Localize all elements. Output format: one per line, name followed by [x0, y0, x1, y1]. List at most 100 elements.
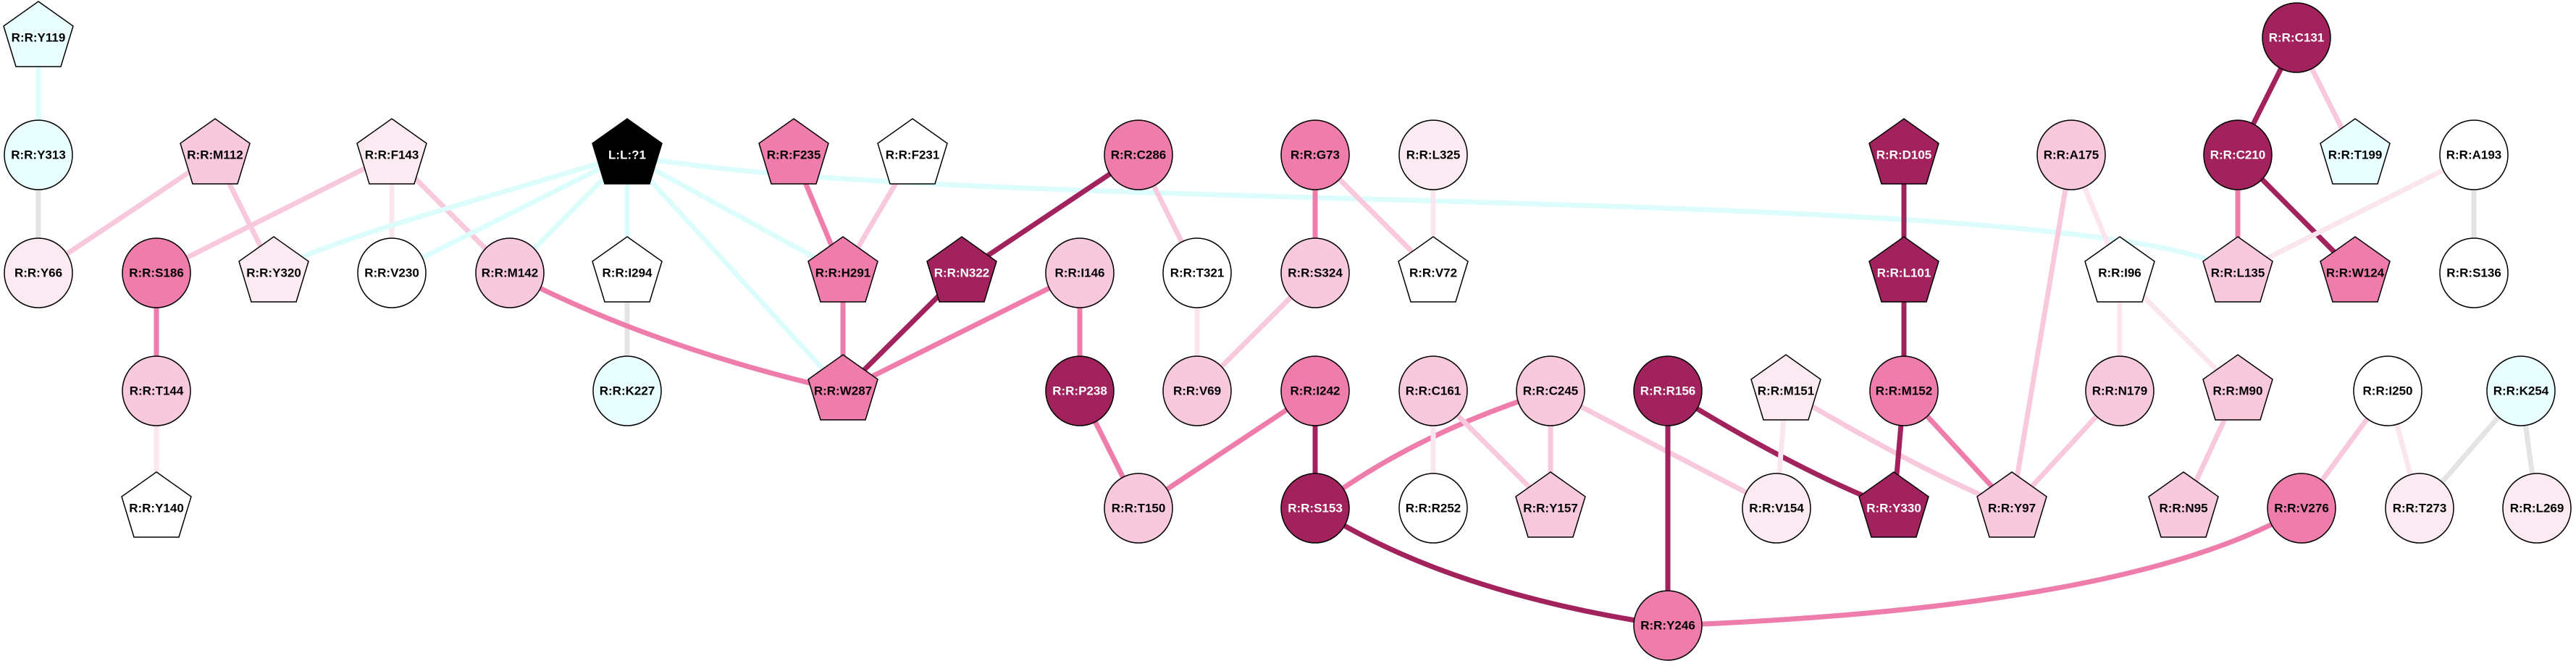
- node-R:R:V72[interactable]: R:R:V72: [1398, 236, 1469, 303]
- node-label: R:R:V69: [1173, 384, 1221, 398]
- node-R:R:K227[interactable]: R:R:K227: [592, 355, 662, 426]
- pentagon-node-shape: [1515, 471, 1586, 538]
- node-R:R:I242[interactable]: R:R:I242: [1280, 355, 1350, 426]
- node-R:R:V276[interactable]: R:R:V276: [2267, 473, 2336, 544]
- pentagon-node-shape: [356, 118, 427, 185]
- node-R:R:N95[interactable]: R:R:N95: [2148, 471, 2219, 538]
- pentagon-node-shape: [2320, 118, 2391, 185]
- node-R:R:A193[interactable]: R:R:A193: [2439, 119, 2509, 190]
- node-R:R:T199[interactable]: R:R:T199: [2320, 118, 2391, 185]
- circle-node-shape: [2262, 2, 2331, 73]
- node-R:R:S186[interactable]: R:R:S186: [122, 237, 191, 308]
- node-label: R:R:Y119: [12, 31, 66, 45]
- node-R:R:L269[interactable]: R:R:L269: [2502, 473, 2572, 544]
- node-R:R:T273[interactable]: R:R:T273: [2385, 473, 2454, 544]
- circle-node-shape: [1398, 473, 1468, 544]
- node-R:R:V69[interactable]: R:R:V69: [1162, 355, 1232, 426]
- node-R:R:G73[interactable]: R:R:G73: [1280, 119, 1350, 190]
- node-label: R:R:H291: [815, 266, 871, 280]
- node-label: R:R:K227: [600, 384, 655, 398]
- pentagon-node-shape: [121, 471, 192, 538]
- node-L:L:?1[interactable]: L:L:?1: [592, 118, 663, 185]
- edge-R:R:F143-R:R:S186: [155, 152, 393, 276]
- node-label: R:R:F235: [767, 148, 821, 162]
- circle-node-shape: [2085, 355, 2155, 426]
- node-label: R:R:C210: [2210, 148, 2266, 162]
- node-label: R:R:N179: [2092, 384, 2148, 398]
- node-label: R:R:M112: [187, 148, 243, 162]
- node-label: R:R:C245: [1523, 384, 1579, 398]
- node-label: R:R:V276: [2274, 502, 2329, 515]
- node-label: R:R:N322: [934, 266, 990, 280]
- node-R:R:I250[interactable]: R:R:I250: [2353, 355, 2422, 426]
- node-R:R:C161[interactable]: R:R:C161: [1398, 355, 1468, 426]
- node-R:R:S324[interactable]: R:R:S324: [1280, 237, 1350, 308]
- pentagon-node-shape: [592, 236, 663, 303]
- node-label: R:R:L325: [1406, 148, 1461, 162]
- node-R:R:P238[interactable]: R:R:P238: [1045, 355, 1115, 426]
- node-R:R:F143[interactable]: R:R:F143: [356, 118, 427, 185]
- node-R:R:Y246[interactable]: R:R:Y246: [1633, 590, 1703, 661]
- node-label: R:R:T150: [1112, 502, 1166, 515]
- edge-L:L:?1-R:R:V230: [390, 152, 629, 276]
- node-label: R:R:T273: [2393, 502, 2447, 515]
- node-R:R:D105[interactable]: R:R:D105: [1868, 118, 1939, 185]
- node-R:R:S153[interactable]: R:R:S153: [1280, 473, 1350, 544]
- node-R:R:Y119[interactable]: R:R:Y119: [3, 1, 74, 67]
- pentagon-node-shape: [2320, 236, 2391, 303]
- edge-R:R:Y246-R:R:V276: [1667, 506, 2303, 628]
- node-R:R:C210[interactable]: R:R:C210: [2203, 119, 2273, 190]
- node-R:R:F231[interactable]: R:R:F231: [877, 118, 948, 185]
- node-R:R:M112[interactable]: R:R:M112: [180, 118, 251, 185]
- node-R:R:S136[interactable]: R:R:S136: [2439, 237, 2509, 308]
- node-R:R:L325[interactable]: R:R:L325: [1398, 119, 1468, 190]
- node-R:R:C286[interactable]: R:R:C286: [1104, 119, 1173, 190]
- node-R:R:T150[interactable]: R:R:T150: [1104, 473, 1173, 544]
- node-R:R:W124[interactable]: R:R:W124: [2320, 236, 2391, 303]
- node-R:R:Y66[interactable]: R:R:Y66: [4, 237, 73, 308]
- node-R:R:V154[interactable]: R:R:V154: [1742, 473, 1811, 544]
- node-label: R:R:T321: [1170, 266, 1225, 280]
- node-R:R:T144[interactable]: R:R:T144: [122, 355, 191, 426]
- edge-L:L:?1-R:R:W287: [625, 153, 845, 393]
- node-label: R:R:C161: [1406, 384, 1461, 398]
- node-R:R:Y140[interactable]: R:R:Y140: [121, 471, 192, 538]
- node-R:R:H291[interactable]: R:R:H291: [807, 236, 878, 303]
- node-R:R:L101[interactable]: R:R:L101: [1868, 236, 1939, 303]
- pentagon-node-shape: [1858, 471, 1929, 538]
- node-R:R:Y97[interactable]: R:R:Y97: [1976, 471, 2047, 538]
- node-R:R:T321[interactable]: R:R:T321: [1162, 237, 1232, 308]
- circle-node-shape: [2502, 473, 2572, 544]
- node-R:R:R156[interactable]: R:R:R156: [1633, 355, 1703, 426]
- node-label: R:R:I96: [2098, 266, 2141, 280]
- node-R:R:F235[interactable]: R:R:F235: [758, 118, 829, 185]
- node-R:R:C131[interactable]: R:R:C131: [2262, 2, 2331, 73]
- node-R:R:R252[interactable]: R:R:R252: [1398, 473, 1468, 544]
- circle-node-shape: [122, 237, 191, 308]
- node-label: R:R:P238: [1052, 384, 1107, 398]
- circle-node-shape: [2439, 237, 2509, 308]
- node-R:R:L135[interactable]: R:R:L135: [2202, 236, 2273, 303]
- node-label: R:R:Y157: [1523, 502, 1578, 515]
- node-R:R:I146[interactable]: R:R:I146: [1045, 237, 1115, 308]
- node-R:R:C245[interactable]: R:R:C245: [1516, 355, 1585, 426]
- node-R:R:K254[interactable]: R:R:K254: [2486, 355, 2556, 426]
- node-R:R:W287[interactable]: R:R:W287: [807, 354, 878, 421]
- node-R:R:M142[interactable]: R:R:M142: [475, 237, 545, 308]
- node-R:R:M90[interactable]: R:R:M90: [2202, 354, 2273, 421]
- node-R:R:I96[interactable]: R:R:I96: [2084, 236, 2155, 303]
- node-label: R:R:L101: [1877, 266, 1931, 280]
- node-R:R:A175[interactable]: R:R:A175: [2036, 119, 2106, 190]
- node-R:R:M151[interactable]: R:R:M151: [1750, 354, 1821, 421]
- node-R:R:I294[interactable]: R:R:I294: [592, 236, 663, 303]
- node-R:R:Y157[interactable]: R:R:Y157: [1515, 471, 1586, 538]
- circle-node-shape: [2267, 473, 2336, 544]
- node-R:R:M152[interactable]: R:R:M152: [1869, 355, 1939, 426]
- node-R:R:V230[interactable]: R:R:V230: [357, 237, 427, 308]
- node-R:R:Y330[interactable]: R:R:Y330: [1858, 471, 1929, 538]
- node-R:R:Y313[interactable]: R:R:Y313: [4, 119, 73, 190]
- node-R:R:N179[interactable]: R:R:N179: [2085, 355, 2155, 426]
- node-label: R:R:Y313: [11, 148, 66, 162]
- node-R:R:Y320[interactable]: R:R:Y320: [238, 236, 309, 303]
- node-R:R:N322[interactable]: R:R:N322: [926, 236, 997, 303]
